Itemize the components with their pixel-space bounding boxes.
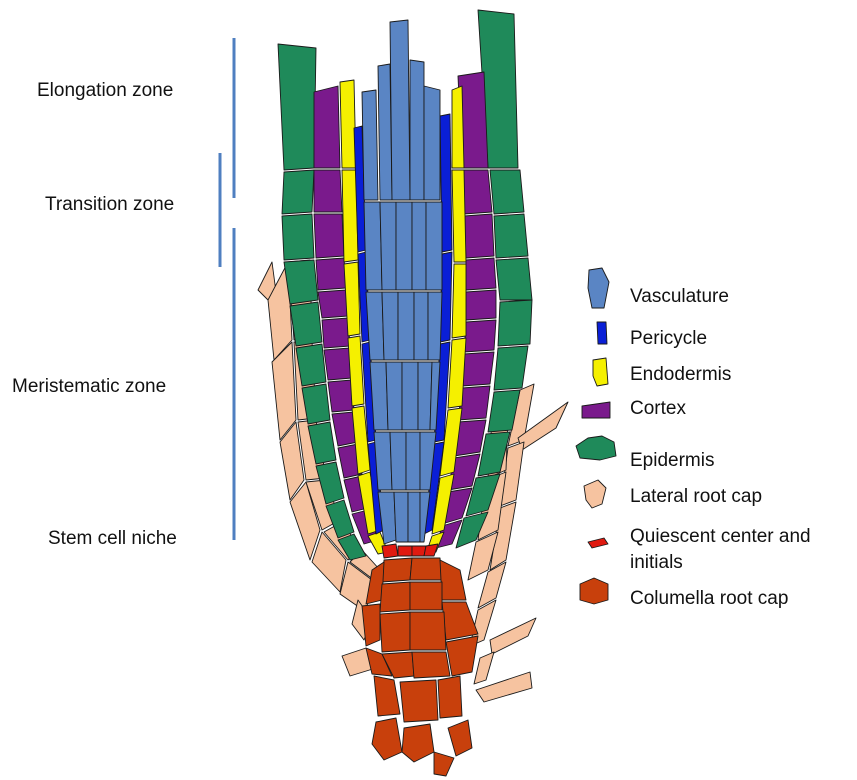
columella-root-cap xyxy=(362,558,478,776)
elongation-zone-label: Elongation zone xyxy=(37,80,173,101)
legend-label-epidermis: Epidermis xyxy=(630,450,714,471)
legend: Vasculature Pericycle Endodermis Cortex … xyxy=(576,268,811,609)
legend-label-quiescent-center-line2: initials xyxy=(630,552,683,573)
cortex-cell-icon xyxy=(582,402,610,418)
legend-label-vasculature: Vasculature xyxy=(630,286,729,307)
root-illustration xyxy=(258,10,568,776)
quiescent-center xyxy=(382,544,438,558)
legend-label-columella: Columella root cap xyxy=(630,588,788,609)
pericycle-cell-icon xyxy=(597,322,607,344)
stem-cell-niche-label: Stem cell niche xyxy=(48,528,177,549)
legend-label-endodermis: Endodermis xyxy=(630,364,731,385)
legend-label-quiescent-center: Quiescent center and xyxy=(630,526,811,547)
legend-label-pericycle: Pericycle xyxy=(630,328,707,349)
quiescent-center-cell-icon xyxy=(588,538,608,548)
zone-bars xyxy=(220,38,234,540)
columella-cell-icon xyxy=(580,578,608,604)
meristematic-zone-label: Meristematic zone xyxy=(12,376,166,397)
epidermis-cell-icon xyxy=(576,436,616,460)
endodermis-cell-icon xyxy=(593,358,608,386)
vasculature-cell-icon xyxy=(588,268,609,308)
transition-zone-label: Transition zone xyxy=(45,194,174,215)
legend-label-cortex: Cortex xyxy=(630,398,686,419)
legend-label-lateral-root-cap: Lateral root cap xyxy=(630,486,762,507)
lateral-root-cap-cell-icon xyxy=(584,480,606,508)
